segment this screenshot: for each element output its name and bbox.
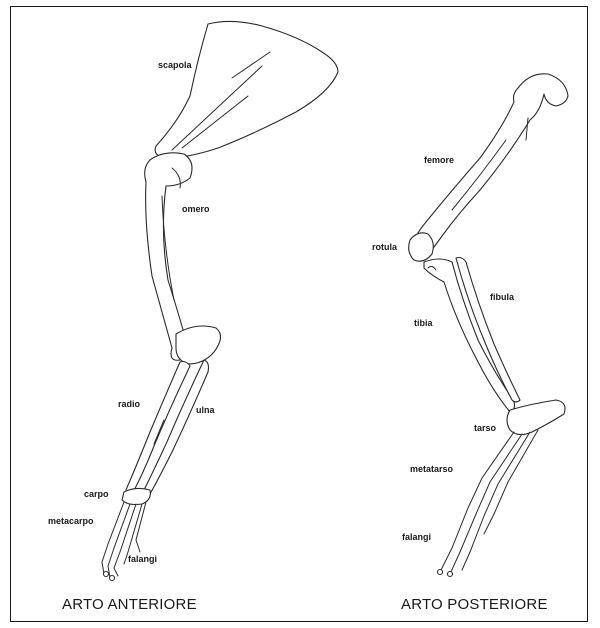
- label-tarso: tarso: [474, 423, 497, 433]
- label-falangi-anteriore: falangi: [128, 554, 157, 564]
- label-omero: omero: [182, 204, 210, 214]
- label-radio: radio: [118, 399, 141, 409]
- label-metatarso: metatarso: [410, 464, 454, 474]
- olecranon-bone: [176, 326, 221, 364]
- forelimb-drawing: [102, 21, 338, 580]
- label-rotula: rotula: [372, 242, 398, 252]
- label-scapola: scapola: [158, 60, 193, 70]
- label-femore: femore: [424, 155, 454, 165]
- caption-arto-posteriore: ARTO POSTERIORE: [401, 596, 548, 613]
- femur-bone: [410, 74, 568, 261]
- label-falangi-posteriore: falangi: [402, 532, 431, 542]
- scapula-bone: [155, 21, 338, 158]
- label-fibula: fibula: [490, 292, 515, 302]
- label-ulna: ulna: [196, 405, 215, 415]
- hindlimb-drawing: [409, 74, 568, 577]
- tarsus-bone: [507, 400, 565, 435]
- patella-bone: [409, 233, 434, 261]
- label-metacarpo: metacarpo: [48, 516, 94, 526]
- label-tibia: tibia: [414, 318, 433, 328]
- label-carpo: carpo: [84, 489, 109, 499]
- caption-arto-anteriore: ARTO ANTERIORE: [62, 596, 197, 613]
